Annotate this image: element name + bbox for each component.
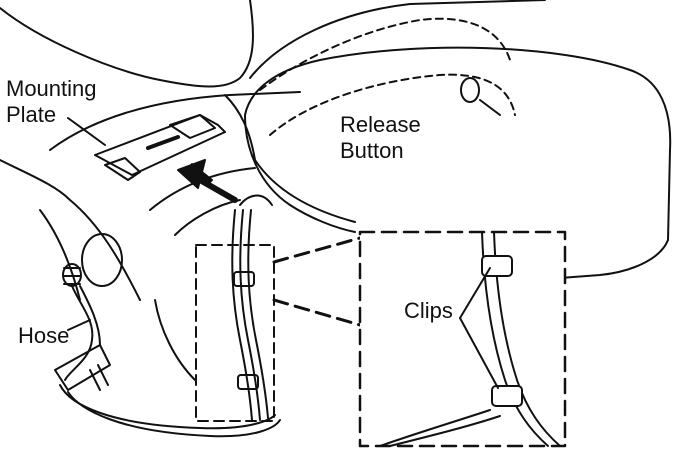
release-button-label: Release Button: [340, 112, 421, 164]
callout-box-small: [195, 244, 275, 422]
water-inlet-port: [62, 233, 123, 287]
callout-connectors: [272, 236, 362, 327]
callout-box-detail: [358, 230, 567, 448]
mounting-plate: [67, 114, 226, 181]
hose-leader-line: [67, 319, 91, 331]
hose-label: Hose: [18, 323, 70, 348]
direction-arrow: [177, 159, 238, 203]
release-button: [460, 77, 501, 116]
mounting-plate-label: Mounting Plate: [6, 76, 97, 128]
hose-and-cord: [54, 194, 281, 438]
clips-label: Clips: [404, 298, 453, 323]
mounting-plate-label-line2: Plate: [6, 102, 57, 127]
toilet-body: [0, 0, 254, 381]
release-mechanism-hidden-outline: [259, 17, 516, 136]
release-button-label-line1: Release: [340, 112, 421, 137]
release-button-label-line2: Button: [340, 138, 404, 163]
mounting-plate-label-line1: Mounting: [6, 76, 97, 101]
